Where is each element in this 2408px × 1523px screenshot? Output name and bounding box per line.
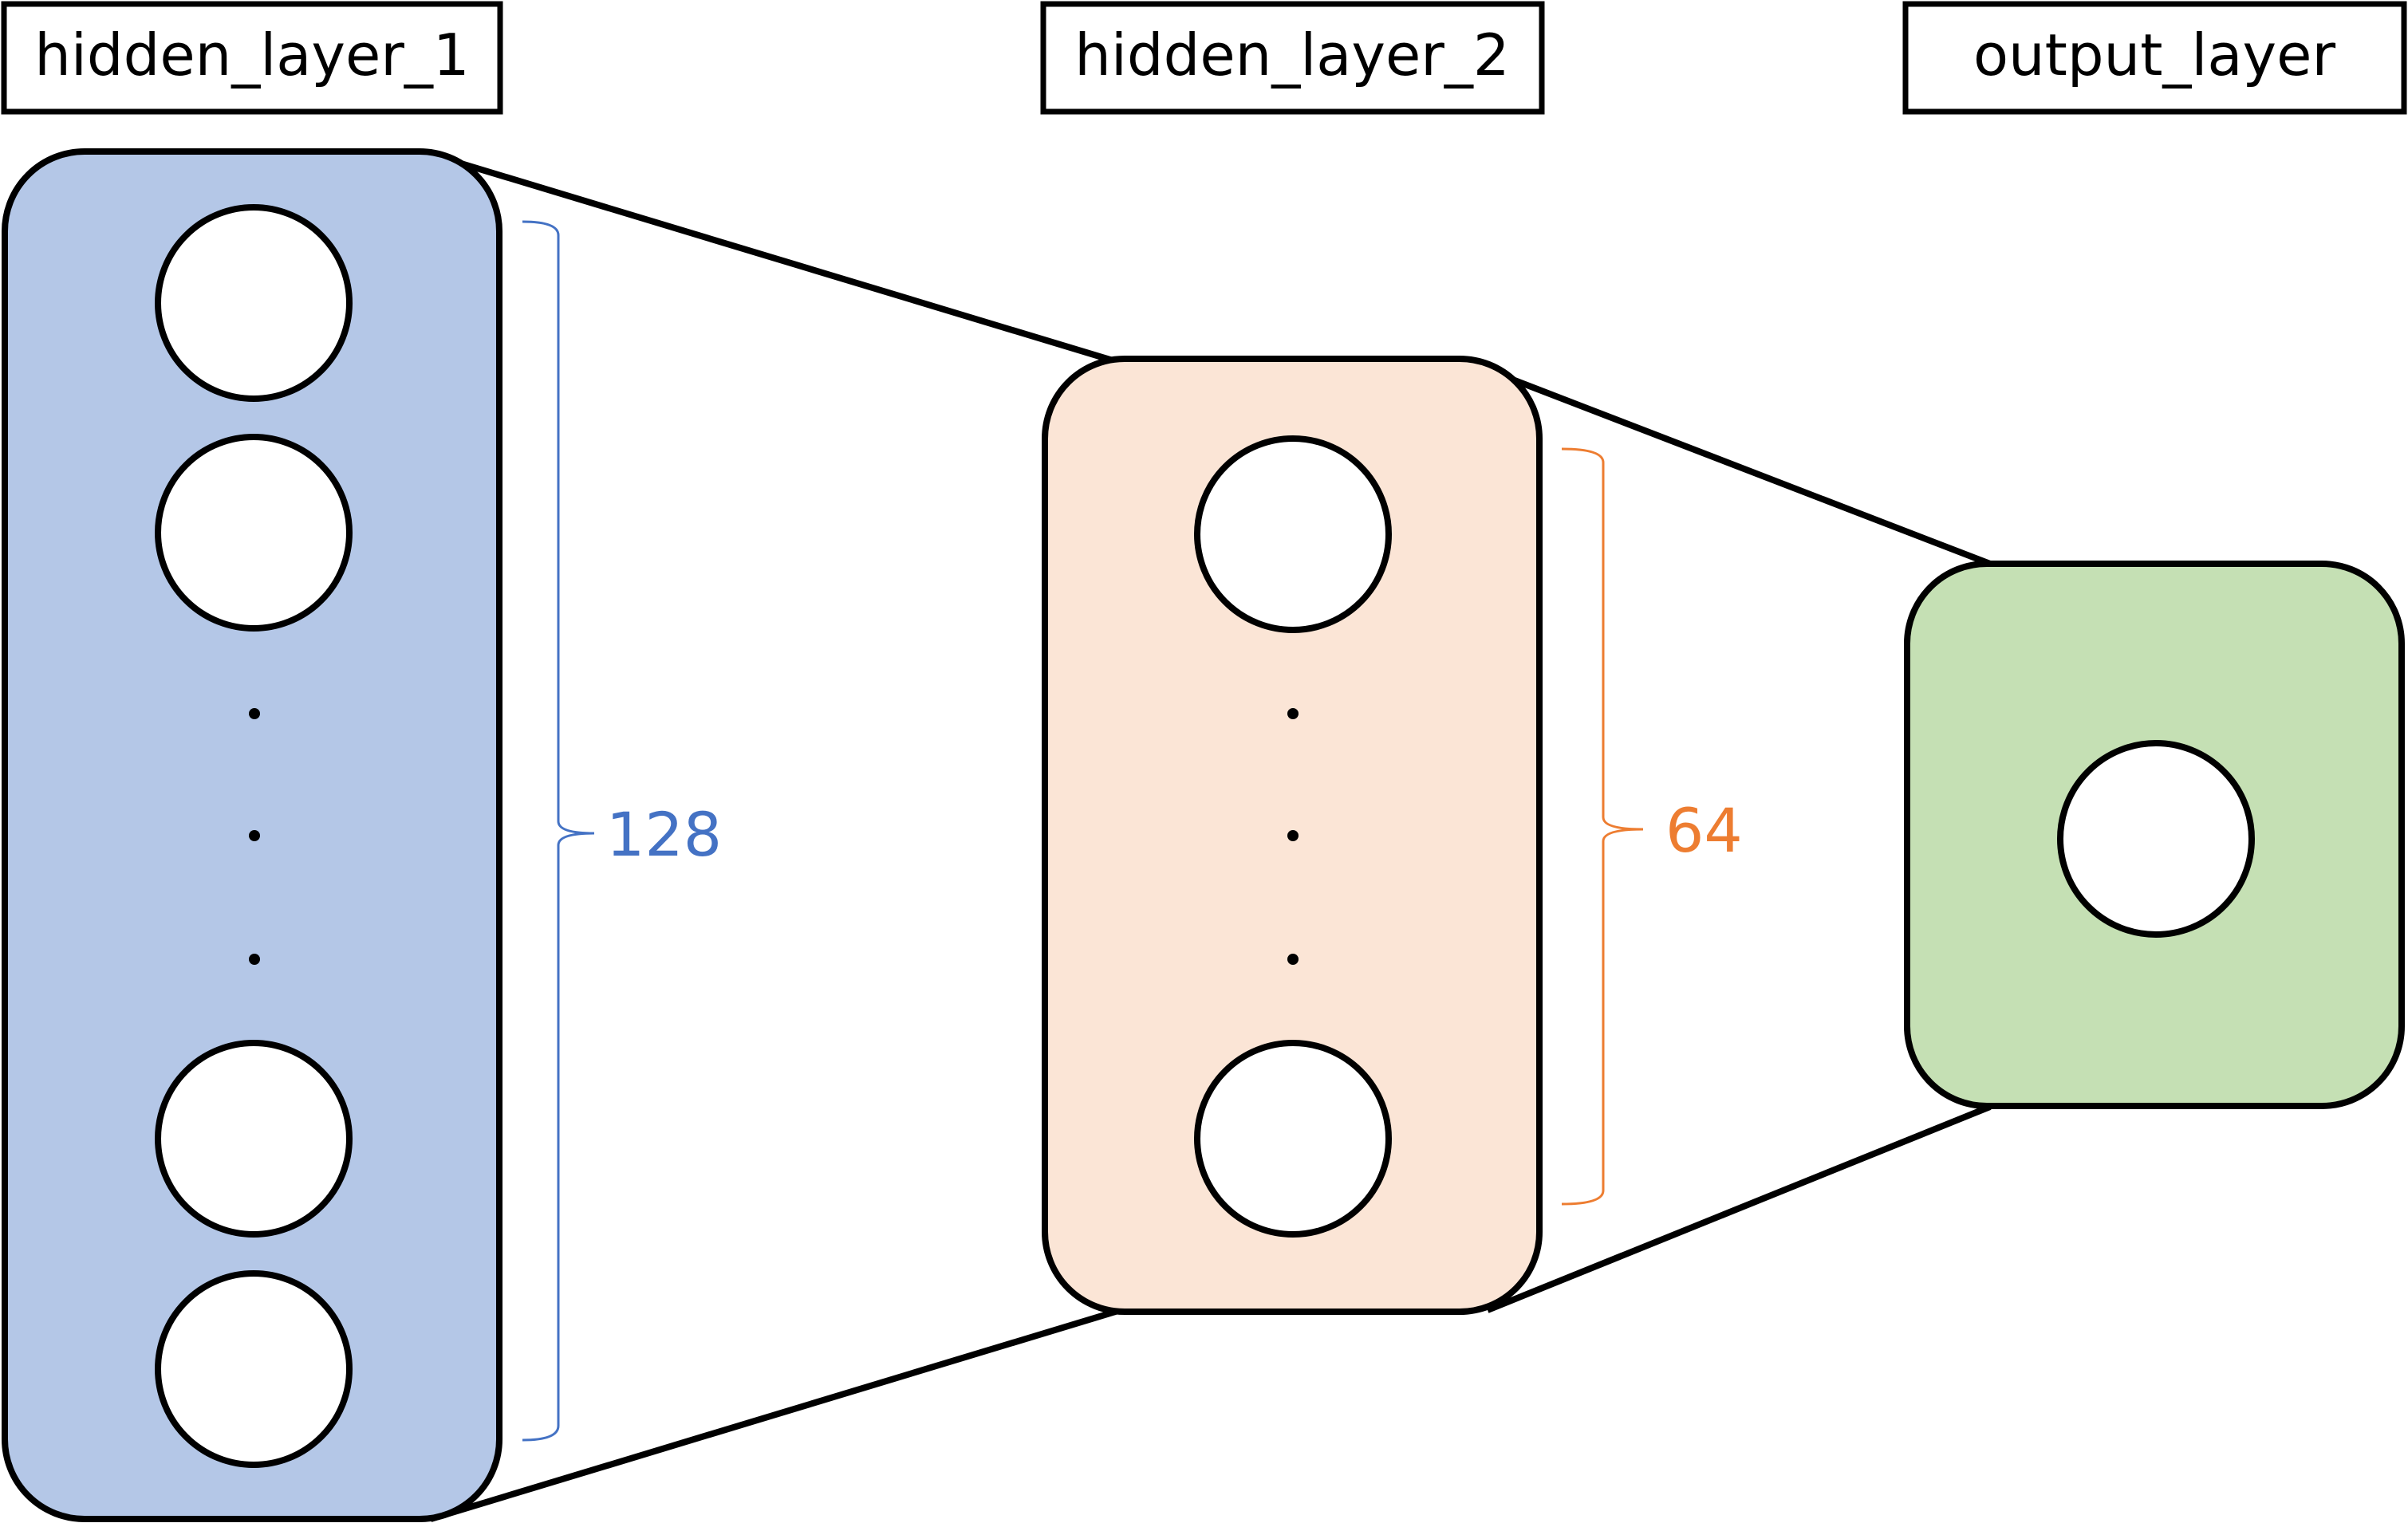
neuron (2057, 740, 2255, 938)
connector-h1-h2-bottom (429, 1307, 1122, 1522)
layer-title-box (1040, 1, 1545, 115)
ellipsis-dot (1287, 708, 1299, 719)
neuron (155, 204, 353, 402)
ellipsis-dot (1287, 830, 1299, 841)
connector-h2-out-bottom (1486, 1104, 1992, 1313)
connector-h2-out-top (1468, 360, 1992, 567)
ellipsis-dot (1287, 954, 1299, 965)
hidden-layer-1: hidden_layer_1 128 (1, 1, 722, 1522)
ellipsis-dot (249, 830, 260, 841)
neuron-count-label: 64 (1665, 795, 1743, 866)
ellipsis-dot (249, 708, 260, 719)
output-layer: output_layer (1902, 1, 2407, 1109)
count-brace (522, 220, 595, 1442)
hidden-layer-2: hidden_layer_2 64 (1040, 1, 1743, 1315)
neuron-count-label: 128 (606, 799, 722, 870)
neuron (155, 434, 353, 632)
neuron (1194, 1040, 1392, 1238)
layer-title: hidden_layer_1 (34, 22, 469, 89)
count-brace (1561, 447, 1644, 1206)
neuron (155, 1040, 353, 1238)
layer-title-box (1, 1, 503, 115)
layer-title-box (1902, 1, 2407, 115)
ellipsis-dot (249, 954, 260, 965)
layer-title: output_layer (1973, 22, 2336, 89)
layer-connectors (425, 150, 1992, 1522)
layer-title: hidden_layer_2 (1074, 22, 1509, 89)
neuron (1194, 435, 1392, 633)
connector-h1-h2-top (425, 150, 1114, 364)
neuron (155, 1270, 353, 1468)
